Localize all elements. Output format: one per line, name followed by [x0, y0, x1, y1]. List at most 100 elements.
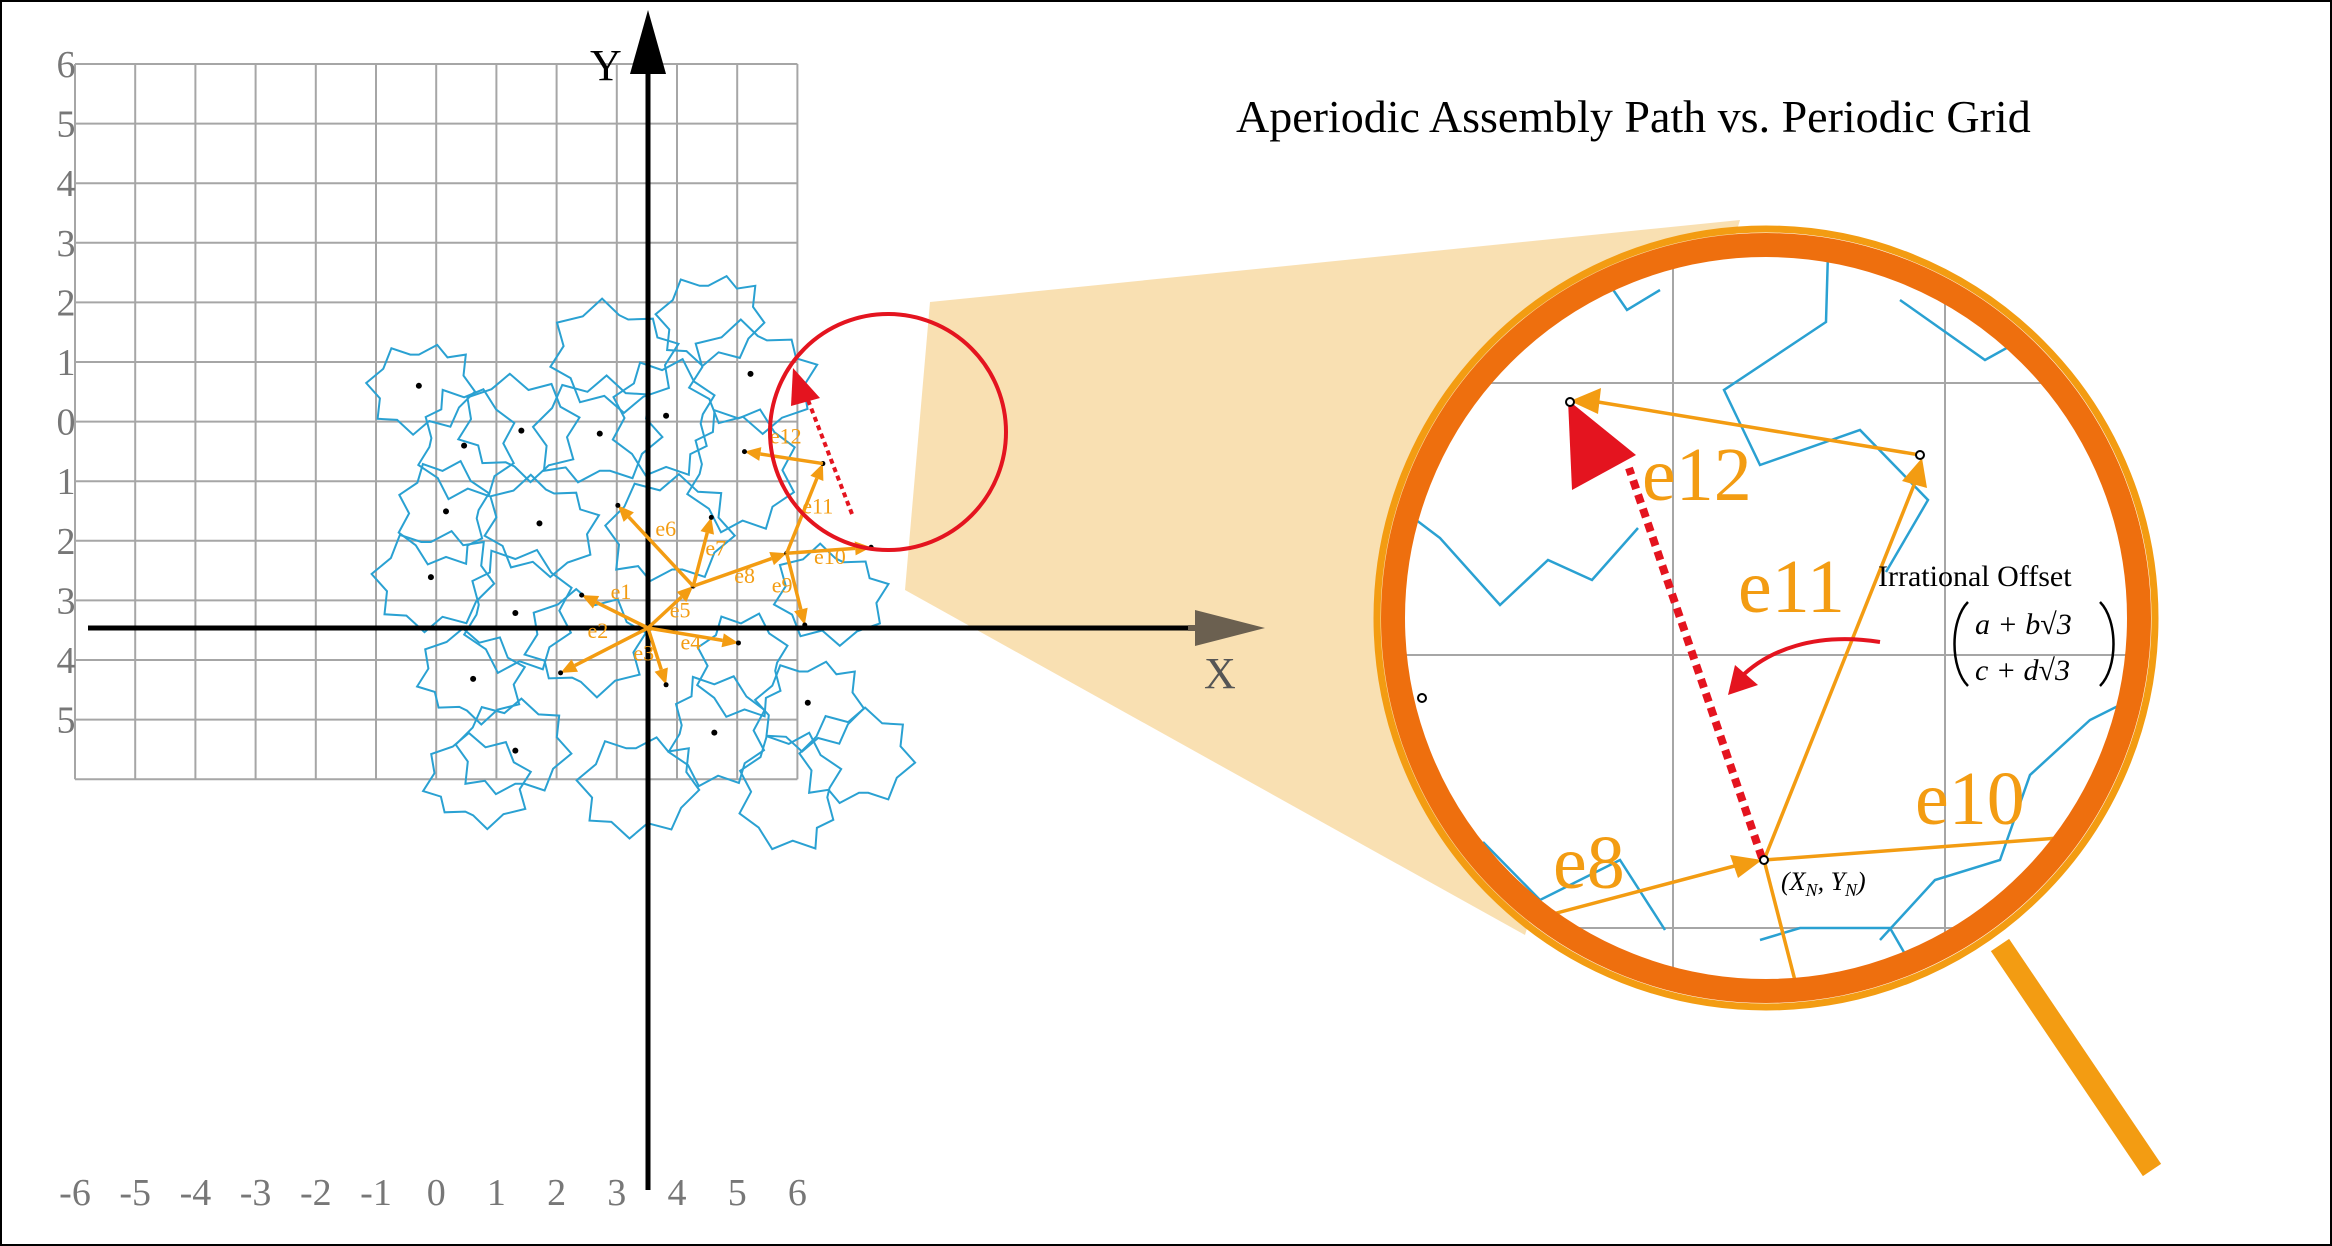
tile-center-dot: [747, 370, 754, 377]
x-tick-label: 3: [607, 1172, 626, 1214]
x-tick-label: -6: [59, 1172, 91, 1214]
vector-endpoint: [802, 622, 808, 628]
vector-label-e2: e2: [588, 618, 609, 643]
vector-arrowhead-e12: [744, 447, 762, 461]
vector-endpoint: [615, 502, 621, 508]
vector-label-e6: e6: [655, 516, 676, 541]
y-tick-label: 5: [57, 104, 76, 146]
aperiodic-tiling: [364, 274, 917, 851]
hat-tile: [415, 627, 527, 726]
vector-arrowhead-e6: [617, 505, 634, 522]
y-axis-label: Y: [590, 41, 622, 90]
hat-tile: [364, 343, 477, 437]
hat-tile: [685, 408, 796, 534]
offset-vector: a + b√3 c + d√3: [1953, 601, 2115, 687]
x-tick-label: 1: [487, 1172, 506, 1214]
magnifier: e12 e11 e8 e10 (XN, YN) Irrational Offse…: [1373, 225, 2162, 1177]
vector-label-e7: e7: [705, 535, 726, 560]
magnifier-handle: [1990, 938, 2162, 1177]
vector-e10: [786, 546, 856, 555]
y-axis-arrowhead: [630, 10, 666, 74]
hat-tile: [548, 297, 681, 415]
tile-center-dot: [512, 747, 519, 754]
vector-label-e5: e5: [670, 597, 691, 622]
y-tick-label: 5: [57, 700, 76, 742]
x-tick-label: 2: [547, 1172, 566, 1214]
hat-tile: [397, 459, 491, 566]
x-tick-label: -1: [360, 1172, 392, 1214]
hat-tile: [531, 374, 664, 484]
vector-endpoint: [708, 514, 714, 520]
hat-tile: [753, 660, 866, 753]
lens-ring: [1381, 233, 2151, 1003]
hat-tile: [667, 675, 766, 788]
hat-tile: [416, 388, 516, 501]
lens-red-arrowhead: [1568, 400, 1636, 490]
lens-label-e12: e12: [1642, 433, 1752, 517]
tile-center-dot: [427, 574, 434, 581]
tile-center-dot: [804, 699, 811, 706]
hat-tile: [603, 472, 737, 583]
lens-label-e11: e11: [1738, 545, 1845, 629]
figure-title: Aperiodic Assembly Path vs. Periodic Gri…: [1236, 91, 2031, 142]
red-offset-arrow: [791, 368, 854, 515]
vector-e7: [691, 532, 709, 587]
vector-e3: [646, 627, 663, 671]
y-tick-label: 2: [57, 282, 76, 324]
x-tick-label: 4: [668, 1172, 687, 1214]
tile-center-dot: [711, 729, 718, 736]
vector-label-e10: e10: [814, 544, 846, 569]
offset-row-2: c + d√3: [1975, 654, 2070, 687]
vector-e9: [784, 552, 803, 610]
hat-tile: [738, 731, 843, 851]
x-tick-label: -3: [240, 1172, 272, 1214]
vector-label-e11: e11: [802, 494, 833, 519]
vector-e11: [785, 477, 819, 554]
lens-label-e8: e8: [1553, 821, 1625, 905]
vector-arrowhead-e9: [794, 607, 808, 626]
hat-tile: [421, 731, 533, 831]
irrational-offset-title: Irrational Offset: [1878, 560, 2072, 593]
vector-arrowhead-e11: [810, 463, 824, 482]
hat-tile: [370, 529, 496, 634]
offset-row-1: a + b√3: [1975, 608, 2072, 641]
hat-tile: [456, 372, 581, 484]
vector-arrowhead-e4: [721, 633, 739, 648]
x-tick-label: 5: [728, 1172, 747, 1214]
hat-tile: [798, 706, 917, 805]
vector-label-e12: e12: [770, 424, 802, 449]
lens-label-e10: e10: [1915, 757, 2025, 841]
x-tick-label: -2: [300, 1172, 332, 1214]
vector-label-e8: e8: [734, 563, 755, 588]
vector-arrowhead-e2: [560, 659, 578, 673]
y-tick-label: 4: [57, 640, 76, 682]
vector-arrowhead-e8: [769, 551, 787, 566]
y-tick-label: 1: [57, 461, 76, 503]
offset-curve-arrow: [1738, 637, 1881, 680]
lens-ring-outer: [1373, 225, 2159, 1011]
tile-centers: [415, 370, 811, 754]
tile-center-dot: [536, 520, 543, 527]
tile-center-dot: [663, 412, 670, 419]
vector-endpoint: [735, 640, 741, 646]
y-tick-label: 3: [57, 580, 76, 622]
y-tick-label: 6: [57, 44, 76, 86]
vector-e8: [692, 556, 773, 588]
tile-center-dot: [415, 382, 422, 389]
lens-content: [1404, 256, 2128, 980]
hat-tile: [575, 736, 701, 840]
vector-e2: [574, 626, 649, 668]
tile-center-dot: [518, 427, 525, 434]
y-tick-label: 1: [57, 342, 76, 384]
x-axis-label: X: [1204, 649, 1236, 698]
lens-red-offset-dashed: [1625, 466, 1766, 860]
y-tick-label: 0: [57, 402, 76, 444]
tile-center-dot: [512, 610, 519, 617]
hat-tile: [462, 548, 573, 675]
hat-tile: [454, 697, 573, 796]
vector-arrowhead-e5: [676, 586, 694, 603]
tile-center-dot: [461, 442, 468, 449]
